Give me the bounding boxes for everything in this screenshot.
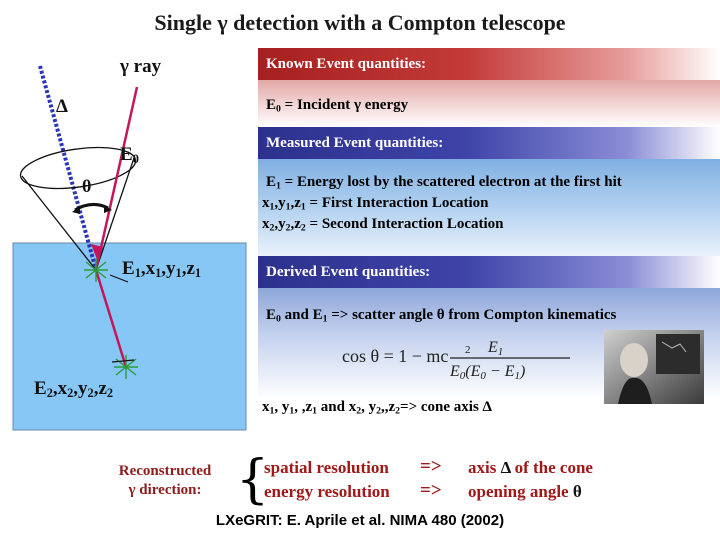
measured-line-2: x1,y1,z1 = First Interaction Location bbox=[262, 195, 489, 212]
energy-resolution-text: energy resolution bbox=[264, 482, 390, 502]
known-quantities-header: Known Event quantities: bbox=[258, 48, 720, 80]
derived-quantities-header: Derived Event quantities: bbox=[258, 256, 720, 288]
arrow-2: => bbox=[420, 480, 442, 502]
e0-label: E0 bbox=[120, 144, 139, 167]
derived-line-1: E0 and E1 => scatter angle θ from Compto… bbox=[266, 307, 616, 324]
second-hit-label: E2,x2,y2,z2 bbox=[34, 378, 113, 401]
derived-line-2: x1, y1, ,z1 and x2, y2,,z2=> cone axis Δ bbox=[262, 399, 492, 416]
svg-text:E0(E0 − E1): E0(E0 − E1) bbox=[449, 363, 525, 380]
scientist-photo bbox=[604, 330, 704, 404]
gamma-ray-label: γ ray bbox=[120, 56, 161, 78]
cone-axis-line bbox=[40, 66, 96, 270]
reconstructed-direction-label: Reconstructed γ direction: bbox=[100, 462, 230, 500]
svg-text:2: 2 bbox=[465, 344, 471, 356]
opening-angle-text: opening angle θ bbox=[468, 482, 582, 502]
known-line: E0 = Incident γ energy bbox=[266, 97, 408, 114]
svg-text:cos θ = 1 − mc: cos θ = 1 − mc bbox=[342, 346, 448, 366]
measured-line-1: E1 = Energy lost by the scattered electr… bbox=[266, 174, 622, 191]
citation: LXeGRIT: E. Aprile et al. NIMA 480 (2002… bbox=[0, 512, 720, 529]
arrow-1: => bbox=[420, 456, 442, 478]
first-hit-label: E1,x1,y1,z1 bbox=[122, 258, 201, 281]
measured-quantities-header: Measured Event quantities: bbox=[258, 127, 720, 159]
measured-line-3: x2,y2,z2 = Second Interaction Location bbox=[262, 216, 504, 233]
axis-of-cone-text: axis Δ of the cone bbox=[468, 458, 593, 478]
delta-label: Δ bbox=[56, 96, 68, 118]
theta-label: θ bbox=[82, 176, 91, 197]
svg-text:E1: E1 bbox=[487, 339, 503, 358]
compton-formula: cos θ = 1 − mc 2 E1 E0(E0 − E1) bbox=[338, 332, 578, 380]
spatial-resolution-text: spatial resolution bbox=[264, 458, 389, 478]
